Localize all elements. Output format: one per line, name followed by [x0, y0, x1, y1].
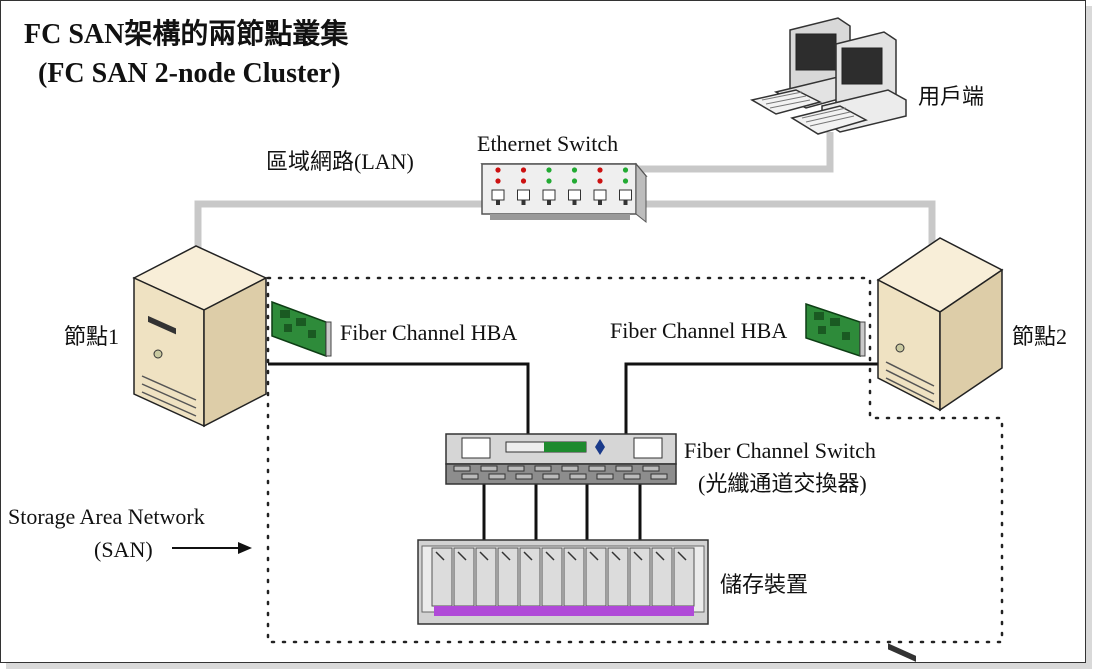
- fc-port: [596, 473, 614, 480]
- disk-drive: [541, 547, 563, 607]
- fc-port: [461, 473, 479, 480]
- disk-drive-latch: [545, 551, 555, 561]
- storage-label: 儲存裝置: [720, 572, 809, 597]
- status-led: [571, 167, 578, 173]
- disk-drive-latch: [611, 551, 621, 561]
- fc-port: [561, 465, 579, 472]
- ethernet-switch-icon: [480, 162, 648, 224]
- disk-drive: [431, 547, 453, 607]
- disk-drive-latch: [435, 551, 445, 561]
- frame-shadow-bottom: [6, 663, 1092, 669]
- fc-switch-sublabel: (光纖通道交換器): [698, 471, 867, 496]
- fc-port: [588, 465, 606, 472]
- client-computers-icon: [749, 17, 907, 135]
- disk-drive-latch: [501, 551, 511, 561]
- ethernet-switch-label: Ethernet Switch: [477, 131, 619, 156]
- fc-port: [569, 473, 587, 480]
- status-led: [622, 167, 629, 173]
- fc-port: [623, 473, 641, 480]
- status-led: [622, 178, 629, 184]
- disk-drive: [585, 547, 607, 607]
- ethernet-port: [542, 189, 556, 201]
- fc-port: [642, 465, 660, 472]
- storage-array-icon: [417, 539, 709, 625]
- fc-port: [488, 473, 506, 480]
- disk-drive-latch: [677, 551, 687, 561]
- fc-port: [534, 465, 552, 472]
- fc-port: [507, 465, 525, 472]
- fc-port: [453, 465, 471, 472]
- disk-drive: [651, 547, 673, 607]
- frame-shadow-right: [1086, 6, 1092, 669]
- diagram-title: FC SAN架構的兩節點叢集: [24, 19, 349, 50]
- ethernet-port-pin: [496, 200, 500, 205]
- disk-drive-latch: [457, 551, 467, 561]
- server-node1-icon: [132, 245, 268, 428]
- disk-drive: [563, 547, 585, 607]
- hba-card-right-icon: [805, 302, 866, 358]
- ethernet-port-pin: [598, 200, 602, 205]
- disk-drive: [475, 547, 497, 607]
- ethernet-port-pin: [547, 200, 551, 205]
- disk-drive: [673, 547, 695, 607]
- fc-port: [480, 465, 498, 472]
- status-led: [597, 178, 603, 184]
- ethernet-port: [568, 189, 581, 201]
- disk-drive-latch: [655, 551, 665, 561]
- node2-label: 節點2: [1012, 324, 1068, 349]
- disk-drive-latch: [633, 551, 643, 561]
- status-led: [520, 167, 527, 173]
- fc-port: [542, 473, 560, 480]
- disk-drive: [519, 547, 541, 607]
- status-led: [546, 178, 552, 184]
- hba-right-label: Fiber Channel HBA: [610, 318, 788, 343]
- lan-cables: [194, 132, 936, 250]
- ethernet-port-pin: [572, 200, 577, 205]
- fc-cables: [268, 362, 880, 540]
- ethernet-port-pin: [623, 200, 628, 205]
- disk-drive: [629, 547, 651, 607]
- san-sublabel: (SAN): [94, 537, 153, 562]
- diagram-subtitle: (FC SAN 2-node Cluster): [38, 58, 341, 89]
- disk-drive-latch: [479, 551, 489, 561]
- status-led: [571, 178, 578, 184]
- fc-port: [650, 473, 668, 480]
- disk-drive-latch: [589, 551, 599, 561]
- san-label: Storage Area Network: [8, 504, 205, 529]
- status-led: [495, 178, 501, 184]
- hba-card-left-icon: [271, 300, 332, 358]
- disk-drive: [453, 547, 475, 607]
- status-led: [520, 178, 527, 184]
- fc-port: [615, 465, 633, 472]
- client-label: 用戶端: [918, 84, 985, 109]
- ethernet-port-pin: [521, 200, 526, 205]
- server-node2-icon: [876, 237, 1004, 662]
- ethernet-port: [619, 189, 632, 201]
- ethernet-port: [491, 189, 505, 201]
- status-led: [495, 167, 501, 173]
- status-led: [546, 167, 552, 173]
- node1-label: 節點1: [64, 324, 120, 349]
- arrow-right-icon: [172, 542, 252, 554]
- ethernet-port: [593, 189, 607, 201]
- disk-drive: [497, 547, 519, 607]
- status-led: [597, 167, 603, 173]
- disk-drive: [607, 547, 629, 607]
- fc-switch-icon: [445, 433, 677, 485]
- disk-drive-latch: [567, 551, 577, 561]
- fc-port: [515, 473, 533, 480]
- ethernet-port: [517, 189, 530, 201]
- disk-drive-latch: [523, 551, 533, 561]
- fc-switch-label: Fiber Channel Switch: [684, 438, 876, 463]
- hba-left-label: Fiber Channel HBA: [340, 320, 518, 345]
- lan-label: 區域網路(LAN): [266, 149, 414, 174]
